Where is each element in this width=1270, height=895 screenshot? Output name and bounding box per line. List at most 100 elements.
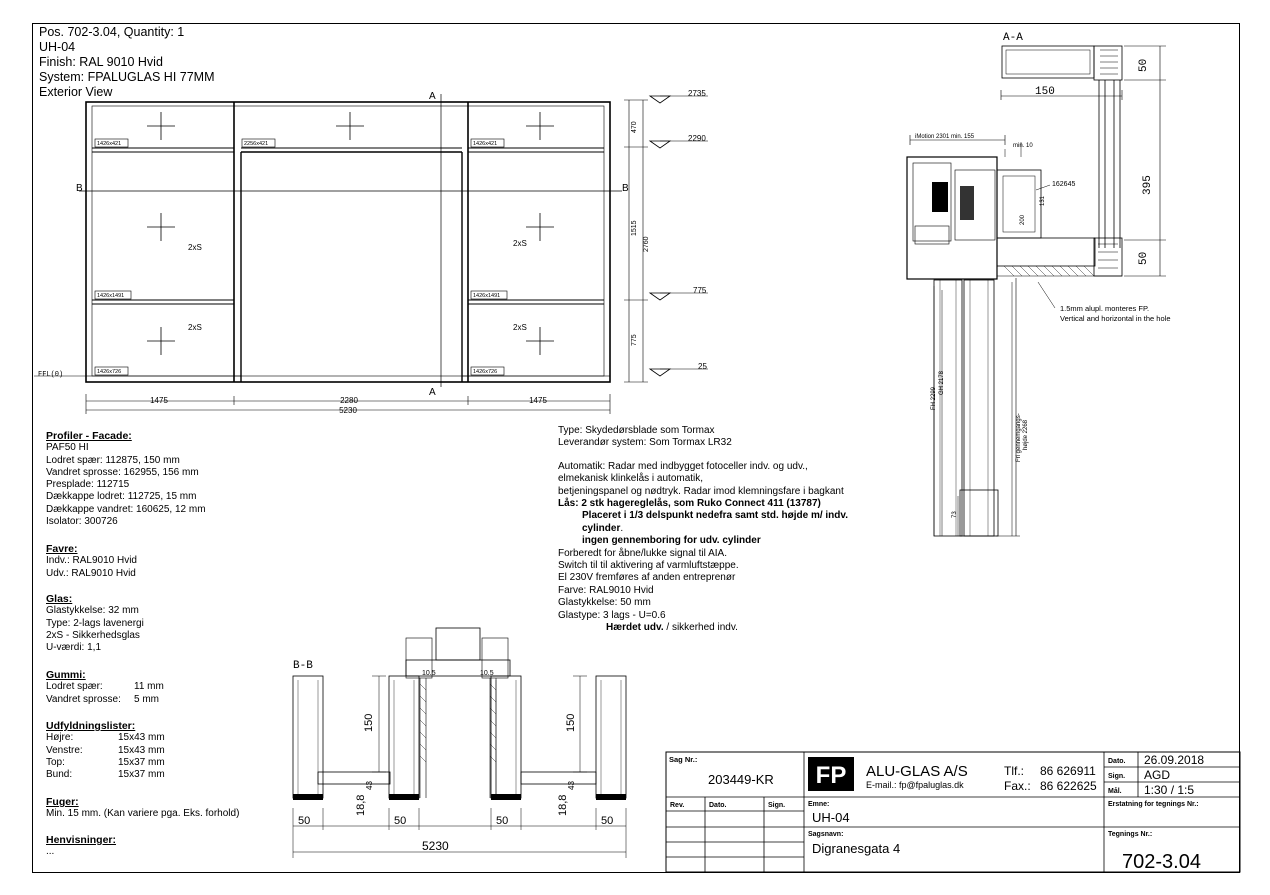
dim-label: 150 xyxy=(1035,86,1055,98)
company-email: E-mail.: fp@fpaluglas.dk xyxy=(866,780,964,790)
spec-key: Lodret spær: xyxy=(46,681,103,693)
tegnings-label: Tegnings Nr.: xyxy=(1108,831,1152,838)
spec-line: Dækkappe lodret: 112725, 15 mm xyxy=(46,491,197,503)
spec-line: Dækkappe vandret: 160625, 12 mm xyxy=(46,503,206,515)
note-line: Glastype: 3 lags - U=0.6 xyxy=(558,609,666,621)
spec-line: Min. 15 mm. (Kan variere pga. Eks. forho… xyxy=(46,808,240,820)
rev-sign-label: Sign. xyxy=(768,802,785,809)
spec-value: 15x43 mm xyxy=(118,732,165,744)
dim-label: 50 xyxy=(1138,59,1150,72)
drawing-header: Pos. 702-3.04, Quantity: 1 UH-04 Finish:… xyxy=(39,25,215,100)
spec-value: 15x43 mm xyxy=(118,744,165,756)
spec-row: Bund:15x37 mm xyxy=(46,769,165,781)
udfyldning-section: Udfyldningslister: Højre:15x43 mm Venstr… xyxy=(46,720,165,781)
logo-text: FP xyxy=(816,762,847,789)
dim-label: 73 xyxy=(952,511,958,518)
dim-label: 10.5 xyxy=(480,670,494,677)
title-block-lines xyxy=(665,751,1241,873)
mal-label: Mål. xyxy=(1108,787,1122,795)
glass-mark: 2xS xyxy=(513,239,527,248)
panel-label: 1426x421 xyxy=(97,141,121,147)
note-fragment: cylinder xyxy=(582,522,621,534)
bb-dim-labels: 150 150 18,8 43 18,8 43 50 50 50 50 10.5… xyxy=(298,670,613,853)
dim-label: 50 xyxy=(298,815,310,827)
spec-key: Top: xyxy=(46,756,65,768)
level-label: 2290 xyxy=(688,134,706,143)
dim-label: 10.5 xyxy=(422,670,436,677)
spec-key: Højre: xyxy=(46,732,74,744)
panel-label: 1426x1491 xyxy=(473,293,500,299)
dim-label: 150 xyxy=(565,714,577,732)
tegnings-number: 702-3.04 xyxy=(1122,851,1201,873)
level-labels: 2735 2290 775 25 xyxy=(688,89,707,371)
dim-label: 200 xyxy=(1020,214,1026,225)
note-line: cylinder. xyxy=(582,522,624,534)
spec-line: Glastykkelse: 32 mm xyxy=(46,605,139,617)
note-line: Type: Skydedørsblade som Tormax xyxy=(558,425,715,436)
section-bb-drawing xyxy=(292,627,627,858)
spec-line: Indv.: RAL9010 Hvid xyxy=(46,555,137,567)
spec-line: Presplade: 112715 xyxy=(46,479,130,491)
emne-value: UH-04 xyxy=(812,810,850,825)
tlf-label: Tlf.: xyxy=(1004,764,1024,778)
note-line: betjeningspanel og nødtryk. Radar imod k… xyxy=(558,485,844,497)
section-title: Fuger: xyxy=(46,796,79,808)
note-line: Placeret i 1/3 delspunkt nedefra samt st… xyxy=(582,510,849,522)
spec-row: Vandret sprosse:5 mm xyxy=(46,694,164,706)
glass-mark: 2xS xyxy=(188,323,202,332)
level-label: 25 xyxy=(698,362,707,371)
gummi-section: Gummi: Lodret spær:11 mm Vandret sprosse… xyxy=(46,669,164,706)
section-title: Gummi: xyxy=(46,669,86,681)
note-line: Automatik: Radar med indbygget fotocelle… xyxy=(558,460,808,472)
spec-row: Venstre:15x43 mm xyxy=(46,745,165,757)
rev-dato-label: Dato. xyxy=(709,802,727,809)
note-line: Switch til til aktivering af varmluftstæ… xyxy=(558,560,739,572)
note-line: Leverandør system: Som Tormax LR32 xyxy=(558,437,732,449)
fuger-section: Fuger: Min. 15 mm. (Kan variere pga. Eks… xyxy=(46,796,239,821)
min-label: min. 10 xyxy=(1013,143,1033,149)
dim-label: 2280 xyxy=(340,396,358,405)
glas-section: Glas: Glastykkelse: 32 mm Type: 2-lags l… xyxy=(46,593,144,654)
dim-label: 1475 xyxy=(150,396,168,405)
aa-note: 1.5mm alupl. monteres FP. xyxy=(1060,304,1149,313)
note-line: ingen gennemboring for udv. cylinder xyxy=(582,535,761,547)
section-title: Henvisninger: xyxy=(46,834,117,846)
glass-mark: 2xS xyxy=(513,323,527,332)
dim-label: 18,8 xyxy=(557,795,569,816)
aa-note: Vertical and horizontal in the hole xyxy=(1060,314,1171,323)
section-title: Favre: xyxy=(46,543,78,555)
section-aa-title: A-A xyxy=(1003,32,1023,44)
panel-label: 1426x726 xyxy=(97,369,121,375)
spec-line: 2xS - Sikkerhedsglas xyxy=(46,629,140,641)
dim-label: højde 2268 xyxy=(1023,419,1029,450)
dim-label: 1515 xyxy=(631,220,638,236)
dato-value: 26.09.2018 xyxy=(1144,753,1204,767)
spec-row: Lodret spær:11 mm xyxy=(46,681,164,693)
spec-line: Udv.: RAL9010 Hvid xyxy=(46,567,136,579)
spec-line: Isolator: 300726 xyxy=(46,516,118,528)
fax-value: 86 622625 xyxy=(1040,779,1097,793)
section-bb-title: B-B xyxy=(293,660,313,672)
position-line: Pos. 702-3.04, Quantity: 1 xyxy=(39,25,185,39)
spec-value: 5 mm xyxy=(134,693,159,705)
fax-label: Fax.: xyxy=(1004,779,1031,793)
spec-value: 15x37 mm xyxy=(118,756,165,768)
sign-value: AGD xyxy=(1144,768,1170,782)
imotion-label: iMotion 2301 min. 155 xyxy=(915,134,975,140)
fp-logo xyxy=(808,757,854,791)
mal-value: 1:30 / 1:5 xyxy=(1144,783,1194,797)
panel-labels: 1426x421 2256x421 1426x421 1426x1491 142… xyxy=(97,141,500,375)
section-mark-a: A xyxy=(429,91,436,102)
note-line: Forberedt for åbne/lukke signal til AIA. xyxy=(558,547,727,559)
dim-label: 470 xyxy=(631,121,638,133)
elevation-frame xyxy=(79,94,622,387)
spec-line: Lodret spær: 112875, 150 mm xyxy=(46,454,180,466)
spec-line: ... xyxy=(46,846,55,858)
dato-label: Dato. xyxy=(1108,758,1126,765)
level-label: 2735 xyxy=(688,89,706,98)
profile-label: 162645 xyxy=(1052,181,1075,188)
company-name: ALU-GLAS A/S xyxy=(866,763,968,780)
level-label: 775 xyxy=(693,286,707,295)
sag-label: Sag Nr.: xyxy=(669,755,697,764)
